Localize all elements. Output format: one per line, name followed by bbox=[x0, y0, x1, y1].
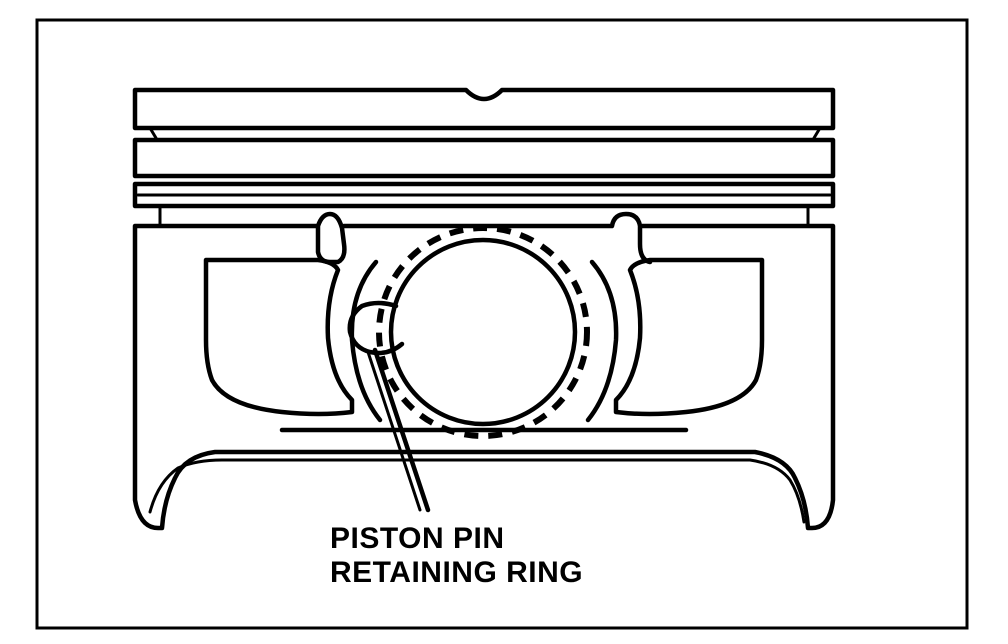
callout-leader-line bbox=[372, 347, 431, 513]
second-ring-land bbox=[132, 137, 836, 179]
oil-ring-land bbox=[132, 181, 836, 209]
ring-groove-mark-right bbox=[812, 126, 822, 140]
piston-pin-bore bbox=[388, 237, 578, 427]
pin-boss-window-right bbox=[613, 257, 765, 417]
pin-boss-window bbox=[203, 257, 355, 417]
ring-to-skirt-gap bbox=[158, 204, 810, 228]
right-boss-arc bbox=[585, 259, 619, 423]
callout-label-line1: PISTON PIN bbox=[330, 522, 504, 555]
top-ring-land bbox=[132, 87, 836, 131]
retaining-ring-dashed bbox=[376, 225, 590, 439]
callout-label-line2: RETAINING RING bbox=[330, 556, 583, 589]
ring-groove-mark-left bbox=[148, 126, 158, 140]
retaining-ring-tab bbox=[347, 300, 405, 356]
skirt-inner-edge bbox=[148, 458, 806, 524]
callout-leader-line-inner bbox=[366, 350, 422, 512]
